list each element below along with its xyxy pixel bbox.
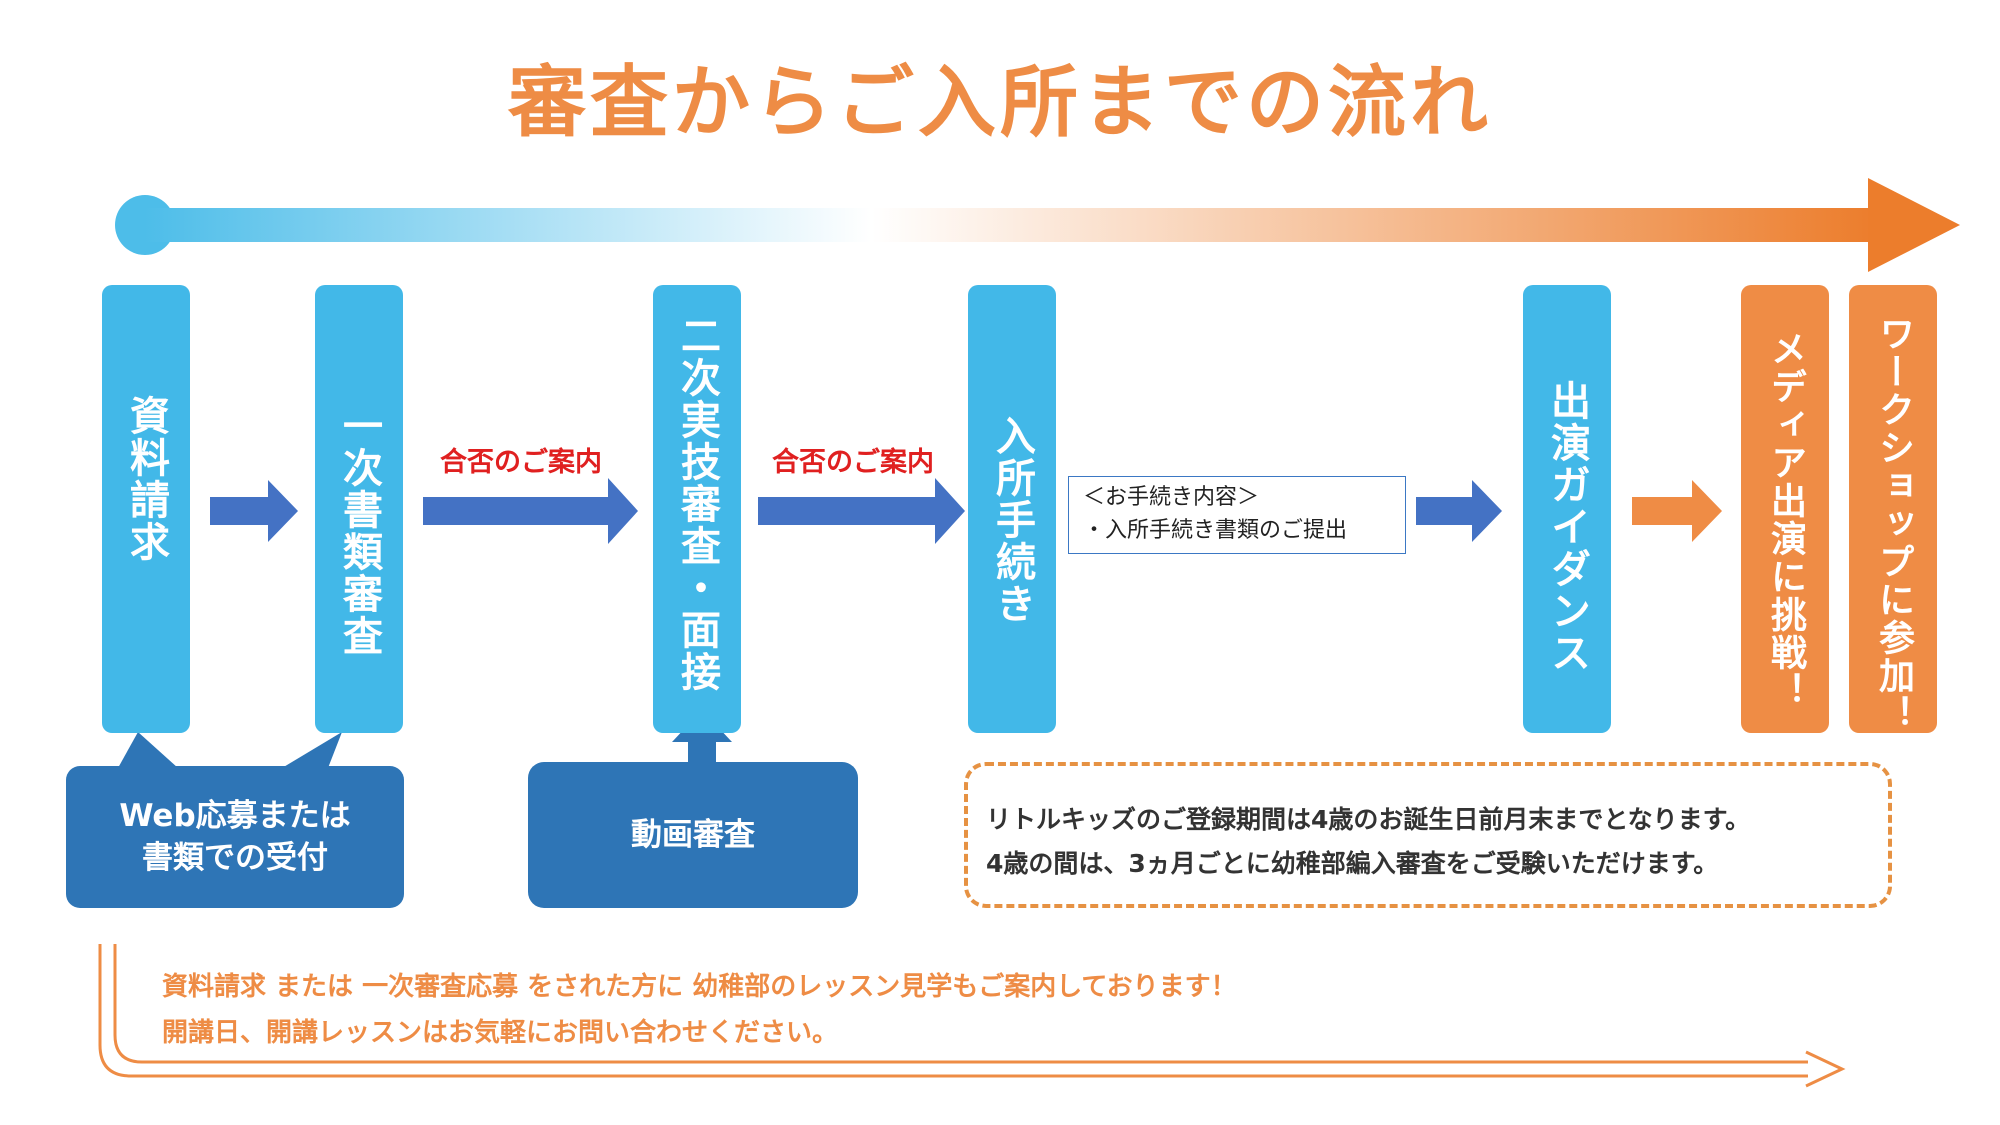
- step-first-document-review: 一次書類審査: [315, 285, 403, 733]
- step-label: 入所手続き: [989, 415, 1035, 625]
- note-line: 資料請求 または 一次審査応募 をされた方に 幼稚部のレッスン見学もご案内してお…: [162, 972, 1237, 1002]
- step-label: ワークショップに参加！: [1873, 315, 1914, 733]
- timeline-arrow: [115, 178, 1960, 272]
- arrow-5-to-6: [1632, 480, 1722, 542]
- arrow-4-to-5: [1416, 480, 1502, 542]
- registration-info-box: リトルキッズのご登録期間は4歳のお誕生日前月末までとなります。 4歳の間は、3ヵ…: [964, 762, 1892, 908]
- web-application-callout-text: Web応募または 書類での受付: [66, 795, 404, 879]
- arrow-1-to-2: [210, 480, 298, 542]
- step-document-request: 資料請求: [102, 285, 190, 733]
- pass-notice-label-1: 合否のご案内: [440, 447, 602, 478]
- procedure-note-item: ・入所手続き書類のご提出: [1083, 518, 1348, 543]
- step-label: 出演ガイダンス: [1544, 380, 1590, 674]
- arrow-3-to-4: [758, 478, 965, 544]
- step-label: メディア出演に挑戦！: [1765, 330, 1806, 710]
- page-title: 審査からご入所までの流れ: [507, 58, 1492, 148]
- bottom-bent-arrow: [98, 944, 1846, 1088]
- callout-line: 書類での受付: [142, 840, 328, 876]
- video-review-callout-shape: [528, 710, 858, 908]
- step-enrollment-procedure: 入所手続き: [968, 285, 1056, 733]
- arrow-2-to-3: [423, 478, 638, 544]
- lesson-tour-note: 資料請求 または 一次審査応募 をされた方に 幼稚部のレッスン見学もご案内してお…: [162, 964, 1237, 1056]
- info-line: 4歳の間は、3ヵ月ごとに幼稚部編入審査をご受験いただけます。: [986, 849, 1719, 878]
- procedure-note-box: ＜お手続き内容＞ ・入所手続き書類のご提出: [1068, 476, 1406, 554]
- procedure-note-heading: ＜お手続き内容＞: [1083, 485, 1260, 510]
- step-workshop: ワークショップに参加！: [1849, 285, 1937, 733]
- step-label: 資料請求: [123, 395, 169, 563]
- step-performance-guidance: 出演ガイダンス: [1523, 285, 1611, 733]
- video-review-callout-text: 動画審査: [631, 817, 755, 853]
- web-application-callout-shape: [66, 732, 404, 908]
- info-line: リトルキッズのご登録期間は4歳のお誕生日前月末までとなります。: [986, 805, 1751, 834]
- step-label: 二次実技審査・面接: [674, 315, 720, 693]
- step-media-appearance: メディア出演に挑戦！: [1741, 285, 1829, 733]
- pass-notice-label-2: 合否のご案内: [772, 447, 934, 478]
- note-line: 開講日、開講レッスンはお気軽にお問い合わせください。: [162, 1018, 839, 1048]
- step-second-audition-interview: 二次実技審査・面接: [653, 285, 741, 733]
- callout-line: Web応募または: [119, 798, 351, 834]
- step-label: 一次書類審査: [336, 405, 382, 657]
